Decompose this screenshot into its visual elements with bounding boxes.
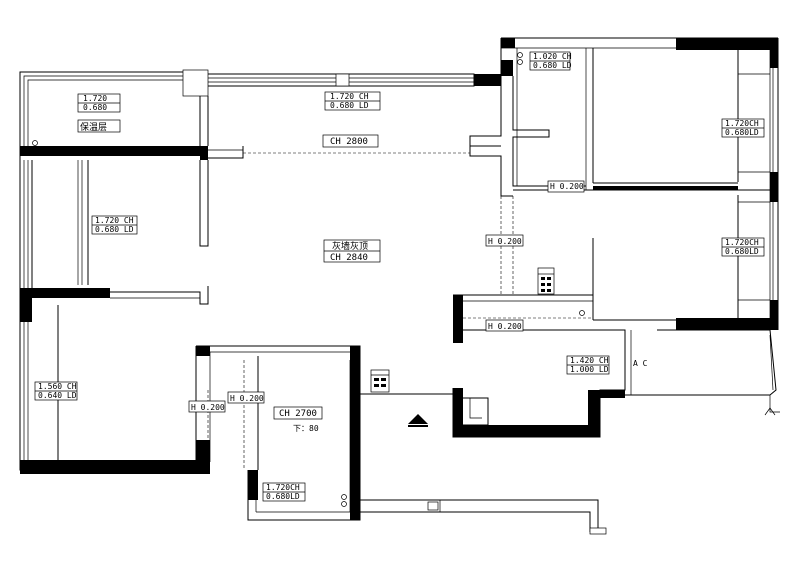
lower-door-tag-2: H 0.200 bbox=[227, 391, 265, 404]
bath-ceiling-tag: CH 2700 下：80 bbox=[273, 406, 323, 433]
top-window-tag: 1.720 CH 0.680 LD bbox=[324, 91, 381, 111]
lower-door-tag-1: H 0.200 bbox=[188, 400, 226, 413]
lower-left-window-ld: 0.640 LD bbox=[38, 391, 77, 400]
top-window-ch: 1.720 CH bbox=[330, 92, 369, 101]
lower-left-window-ch: 1.560 CH bbox=[38, 382, 77, 391]
bath-window-ld: 0.680LD bbox=[266, 492, 300, 501]
left-room-window-ld: 0.680 LD bbox=[95, 225, 134, 234]
balcony-window-ch: 1.720 bbox=[83, 94, 107, 103]
bedroom2-window-ch: 1.720CH bbox=[725, 238, 759, 247]
kitchen-window-ch: 1.420 CH bbox=[570, 356, 609, 365]
outer-walls bbox=[19, 37, 780, 535]
wc-door-h: H 0.200 bbox=[550, 182, 584, 191]
corridor-door-tag-2: H 0.200 bbox=[485, 319, 524, 332]
left-room-window-tag: 1.720 CH 0.680 LD bbox=[91, 215, 138, 235]
insulation-tag: 保温层 bbox=[77, 119, 121, 133]
main-ceiling-height: CH 2840 bbox=[330, 253, 368, 263]
bedroom2-window-ld: 0.680LD bbox=[725, 247, 759, 256]
main-ceiling-note: 灰墙灰顶 bbox=[332, 240, 368, 252]
balcony-window-tag: 1.720 0.680 bbox=[77, 93, 121, 113]
bedroom2-window-tag: 1.720CH 0.680LD bbox=[721, 237, 765, 257]
lower-door-h2: H 0.200 bbox=[230, 394, 264, 403]
bedroom1-window-ld: 0.680LD bbox=[725, 128, 759, 137]
bath-window-ch: 1.720CH bbox=[266, 483, 300, 492]
lower-left-window-tag: 1.560 CH 0.640 LD bbox=[34, 381, 78, 401]
main-ceiling-tag: 灰墙灰顶 CH 2840 bbox=[323, 239, 381, 263]
top-ceiling-tag: CH 2800 bbox=[322, 134, 379, 148]
bedroom1-window-ch: 1.720CH bbox=[725, 119, 759, 128]
electric-panel-icon bbox=[370, 369, 390, 393]
wc-door-tag: H 0.200 bbox=[547, 180, 585, 193]
lower-door-h1: H 0.200 bbox=[191, 403, 225, 412]
solid-walls bbox=[20, 38, 778, 520]
wc-window-ch: 1.020 CH bbox=[533, 52, 572, 61]
wc-window-ld: 0.680 LD bbox=[533, 61, 572, 70]
corridor-door-h2: H 0.200 bbox=[488, 322, 522, 331]
top-window-ld: 0.680 LD bbox=[330, 101, 369, 110]
bath-floor-drop: 下：80 bbox=[293, 424, 319, 433]
ac-label: A C bbox=[633, 359, 648, 368]
kitchen-window-ld: 1.000 LD bbox=[570, 365, 609, 374]
corridor-door-tag: H 0.200 bbox=[485, 234, 524, 247]
kitchen-window-tag: 1.420 CH 1.000 LD bbox=[566, 355, 610, 375]
bath-window-tag: 1.720CH 0.680LD bbox=[262, 482, 306, 502]
wc-window-tag: 1.020 CH 0.680 LD bbox=[529, 51, 572, 71]
bedroom1-window-tag: 1.720CH 0.680LD bbox=[721, 118, 765, 138]
entry-arrow-icon bbox=[408, 414, 428, 427]
balcony-window-ld: 0.680 bbox=[83, 103, 107, 112]
bath-ceiling-height: CH 2700 bbox=[279, 409, 317, 419]
insulation-label: 保温层 bbox=[80, 121, 107, 133]
electric-panel-icon bbox=[537, 267, 555, 295]
corridor-door-h1: H 0.200 bbox=[488, 237, 522, 246]
pipe-icon bbox=[32, 52, 585, 507]
left-room-window-ch: 1.720 CH bbox=[95, 216, 134, 225]
top-ceiling-height: CH 2800 bbox=[330, 137, 368, 147]
